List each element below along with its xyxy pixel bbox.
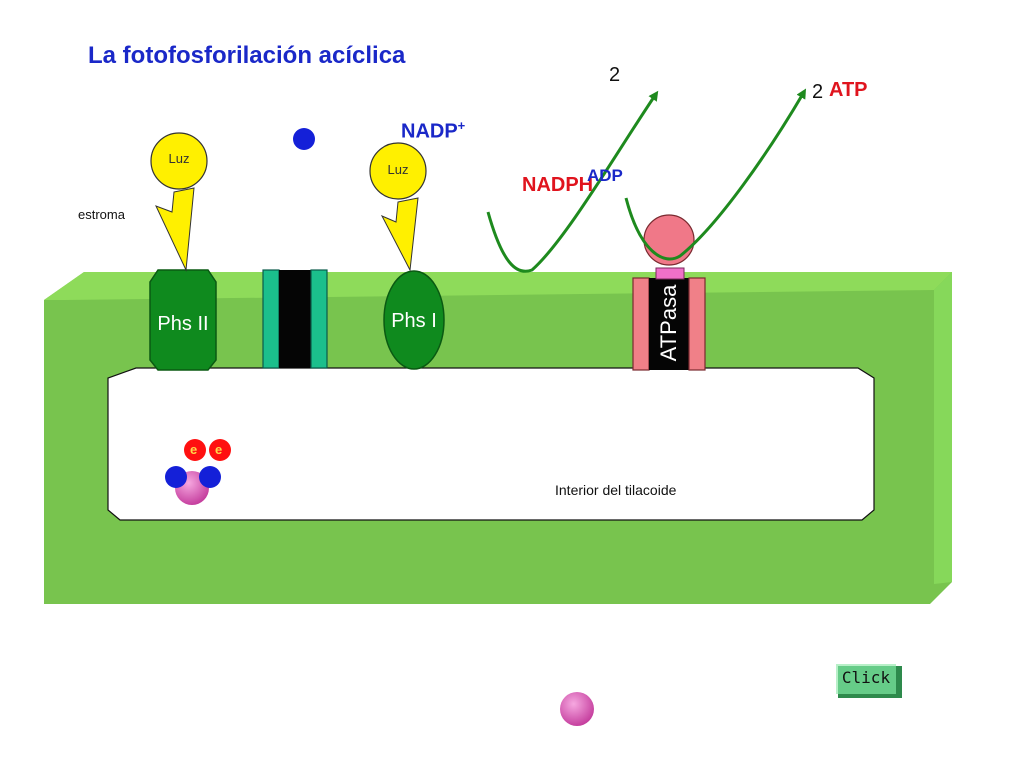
atpase-stalk — [655, 267, 685, 280]
atpasa-label: ATPasa — [656, 284, 681, 362]
thylakoid-lumen — [107, 367, 875, 521]
electron-label-1: e — [190, 442, 198, 457]
electron-1 — [184, 439, 206, 461]
click-button-side — [896, 666, 902, 698]
atpase-right — [688, 277, 706, 371]
electron-2 — [209, 439, 231, 461]
click-button[interactable]: Click — [836, 664, 902, 698]
phs-ii-complex — [149, 269, 217, 371]
nadph-arrow — [486, 90, 659, 273]
luz-label-1: Luz — [168, 151, 190, 166]
estroma-label: estroma — [78, 207, 125, 222]
atpase-core — [649, 278, 689, 370]
phs-i-complex — [383, 270, 445, 370]
click-button-face — [836, 664, 896, 694]
nadph-label: NADPH — [522, 174, 594, 196]
cytochrome-core — [279, 270, 311, 368]
lightning-bolt-1 — [155, 187, 195, 272]
phs-i-label: Phs I — [391, 310, 437, 332]
atpase-left — [632, 277, 650, 371]
click-button-label: Click — [841, 668, 891, 687]
atp-arrow — [624, 88, 807, 261]
click-button-bottom — [838, 694, 902, 698]
light-circle-1 — [150, 132, 208, 190]
atp-label: ATP — [829, 79, 868, 101]
adp-label: ADP — [587, 166, 623, 185]
luz-label-2: Luz — [387, 162, 409, 177]
nadp-plus-label: NADP+ — [401, 118, 465, 144]
water-molecule-bottom — [560, 692, 594, 726]
lightning-bolt-2 — [380, 197, 419, 272]
atpase-head — [643, 214, 695, 266]
nadp-plus-sup: + — [457, 118, 466, 133]
interior-label: Interior del tilacoide — [555, 482, 677, 498]
light-circle-2 — [369, 142, 427, 200]
nadp-plus-base: NADP — [401, 120, 458, 143]
page-title: La fotofosforilación acíclica — [88, 42, 406, 69]
proton-blue-2 — [199, 466, 221, 488]
count-label-2: 2 — [812, 81, 824, 103]
membrane-right-face — [934, 272, 952, 584]
proton-blue-top — [293, 128, 315, 150]
count-label-1: 2 — [609, 64, 621, 86]
electron-label-2: e — [215, 442, 223, 457]
cytochrome-right — [310, 269, 328, 369]
phs-ii-label: Phs II — [157, 313, 209, 335]
cytochrome-left — [262, 269, 280, 369]
proton-blue-1 — [165, 466, 187, 488]
